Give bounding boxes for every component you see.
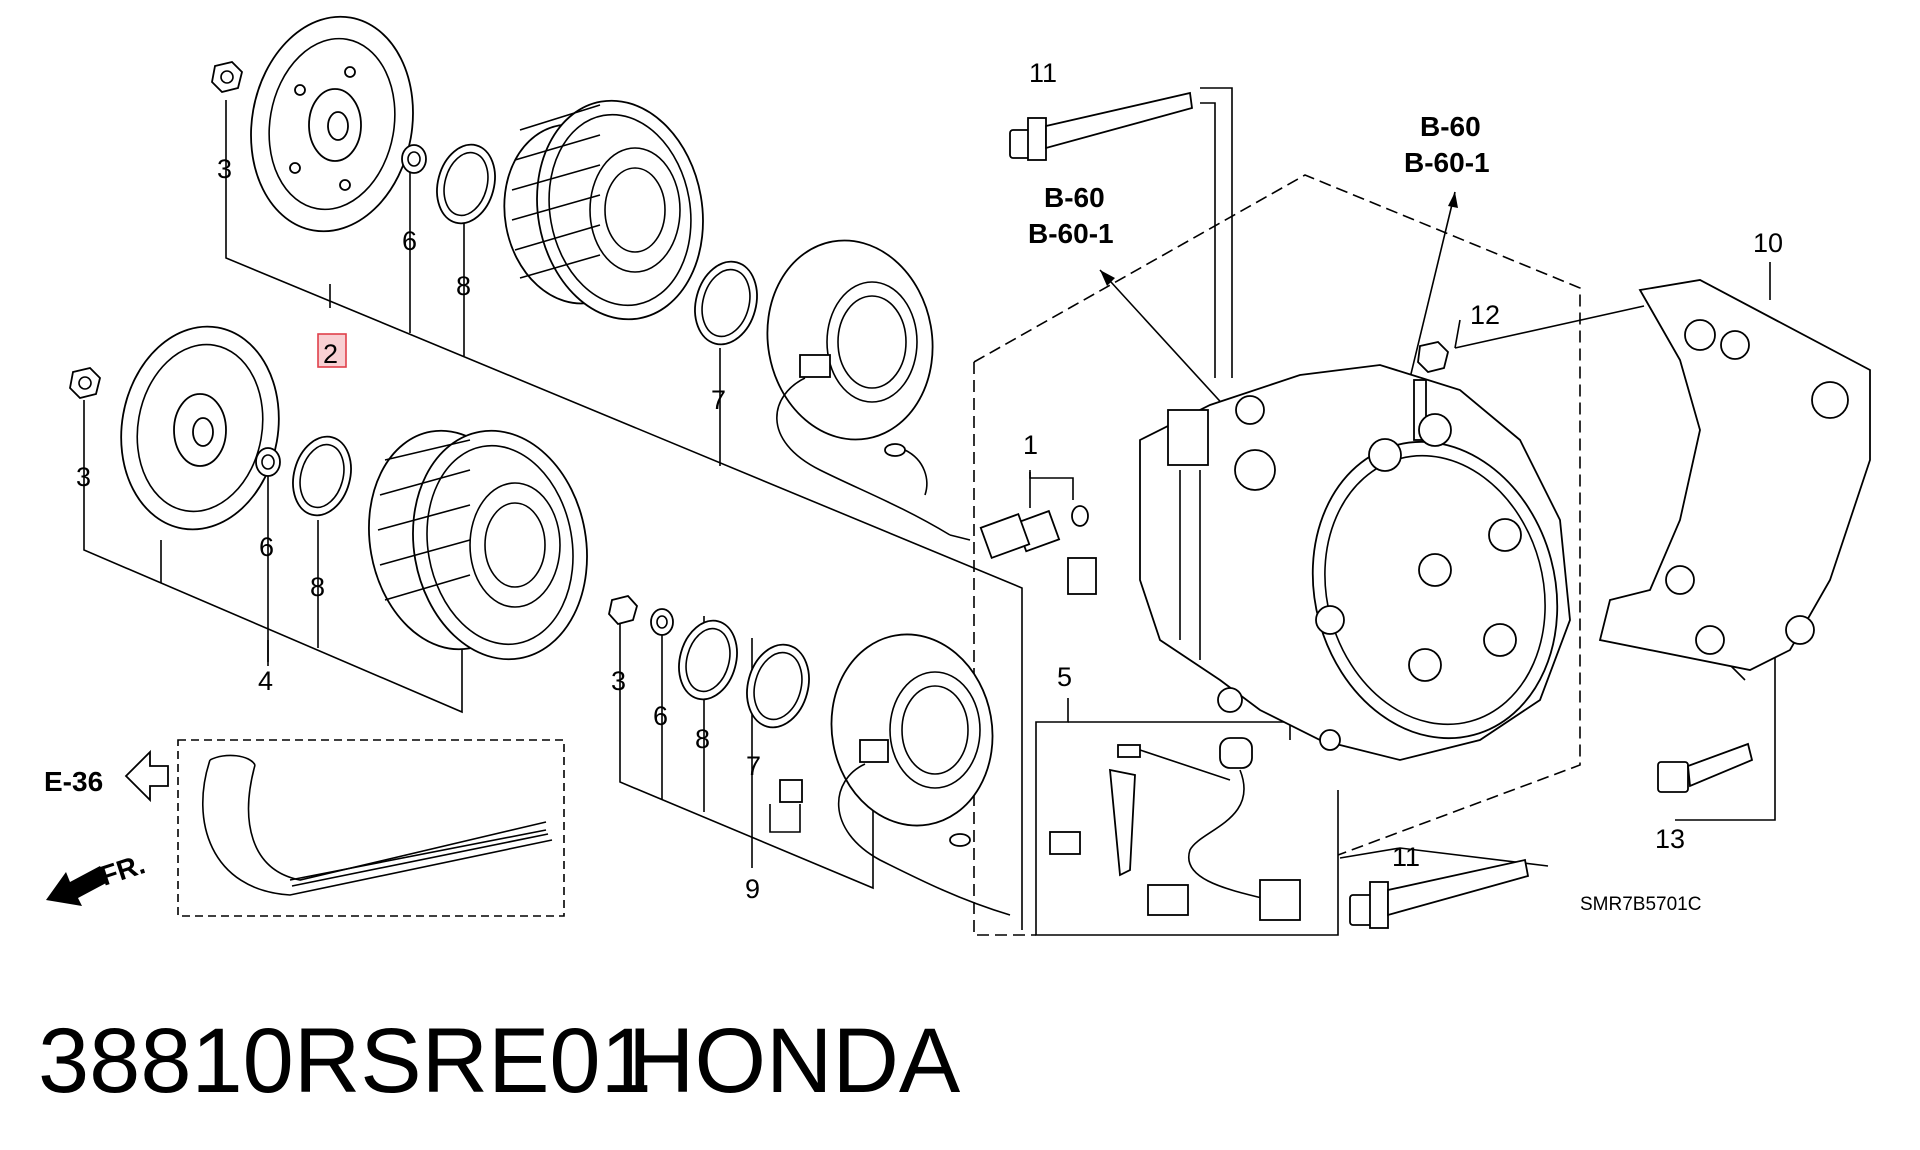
shim-upper: [401, 144, 427, 174]
callout-1: 1: [1023, 430, 1038, 460]
callout-7-bottom: 7: [746, 751, 761, 781]
ref-b601-left: B-60-1: [1028, 218, 1114, 249]
callout-3-bottom: 3: [611, 666, 626, 696]
ref-b60-left: B-60: [1044, 182, 1105, 213]
highlight-box: [317, 333, 347, 368]
bolt-3-side: [979, 512, 1031, 560]
callout-10: 10: [1753, 228, 1783, 258]
snap-ring-upper: [436, 143, 496, 225]
callout-labels: 1 2 3 3 3 4 5 6 6 6 7 7 8 8 8 9 10 11 11…: [76, 58, 1783, 904]
caption-brand: HONDA: [628, 1010, 961, 1112]
caption-part-number: 38810RSRE01: [38, 1010, 652, 1112]
thermal-switch-kit: [1049, 737, 1301, 921]
front-arrow-icon: [46, 866, 108, 906]
nut-12: [1417, 341, 1449, 373]
callout-6-bottom: 6: [653, 701, 668, 731]
callout-2: 2: [323, 339, 338, 369]
field-coil-bottom: [779, 633, 1011, 916]
snap-ring-bottom: [678, 619, 738, 701]
callout-6-lower: 6: [259, 532, 274, 562]
callout-3-upper: 3: [217, 154, 232, 184]
snap-ring-lower: [292, 435, 352, 517]
callout-12: 12: [1470, 300, 1500, 330]
ref-fr: FR.: [96, 848, 148, 891]
drive-belt-box: [177, 739, 565, 917]
bolt-11-top: [1009, 91, 1193, 161]
shim-bottom: [650, 608, 674, 636]
pulley-lower: [368, 429, 588, 661]
callout-7-upper: 7: [711, 385, 726, 415]
callout-8-upper: 8: [456, 271, 471, 301]
sensor-clip: [1067, 557, 1097, 595]
ref-e36: E-36: [44, 766, 103, 797]
clutch-plate-lower: [120, 325, 280, 531]
diagram-code: SMR7B5701C: [1580, 894, 1701, 915]
snap-ring-upper-2: [694, 260, 758, 346]
e36-arrow-icon: [124, 749, 169, 803]
leader-lines: [83, 87, 1776, 936]
clutch-plate-upper: [250, 15, 414, 233]
callout-5: 5: [1057, 662, 1072, 692]
nut-bottom: [608, 594, 639, 626]
caption: 38810RSRE01 HONDA: [38, 1010, 961, 1112]
callout-13: 13: [1655, 824, 1685, 854]
shim-lower: [255, 447, 281, 477]
callout-8-bottom: 8: [695, 724, 710, 754]
nut-upper: [211, 61, 243, 93]
callout-8-lower: 8: [310, 572, 325, 602]
callout-3-lower: 3: [76, 462, 91, 492]
callout-9: 9: [745, 874, 760, 904]
snap-ring-bottom-2: [746, 643, 810, 729]
field-coil-upper: [766, 239, 971, 541]
callout-11-top: 11: [1029, 58, 1057, 88]
pulley-upper: [503, 99, 704, 321]
ref-b60-right: B-60: [1420, 111, 1481, 142]
callout-11-bottom: 11: [1392, 842, 1420, 872]
nut-lower: [69, 367, 101, 399]
callout-4: 4: [258, 666, 273, 696]
mounting-bracket: [1598, 279, 1871, 671]
ref-b601-right: B-60-1: [1404, 147, 1490, 178]
compressor-body: [1139, 364, 1571, 761]
bolt-13: [1657, 742, 1754, 793]
callout-6-upper: 6: [402, 226, 417, 256]
bolt-11-bottom: [1349, 858, 1530, 929]
